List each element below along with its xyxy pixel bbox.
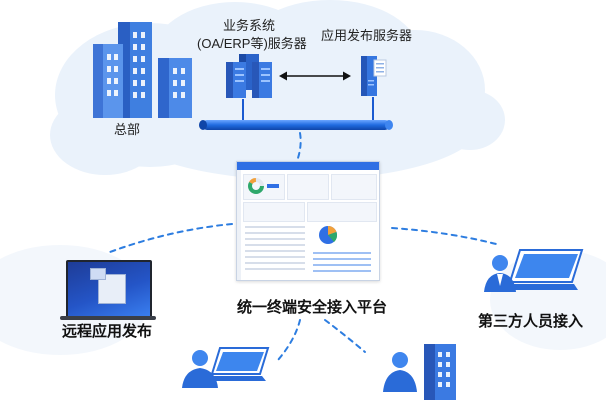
headquarters-label: 总部: [114, 122, 141, 137]
app-publish-server-icon: [361, 56, 387, 96]
branch-user-building-icon: [383, 344, 456, 400]
table-row: [245, 238, 305, 240]
business-server-cluster-icon: [226, 54, 272, 98]
table-row: [245, 226, 305, 228]
dashboard-header-bar: [237, 162, 379, 170]
table-row: [245, 244, 305, 246]
dashboard-card: [243, 202, 305, 222]
progress-row: [313, 270, 371, 272]
platform-dashboard-screenshot: [236, 161, 380, 281]
donut-chart-icon: [248, 178, 264, 194]
table-row: [245, 262, 305, 264]
third-party-label: 第三方人员接入: [478, 313, 584, 330]
dashboard-sidebar: [237, 170, 241, 280]
third-party-user-laptop-icon: [484, 249, 584, 292]
app-window: [90, 268, 106, 280]
business-system-label-line2: (OA/ERP等)服务器: [197, 36, 307, 51]
progress-row: [313, 264, 371, 266]
remote-app-label: 远程应用发布: [62, 323, 153, 340]
laptop-base: [60, 316, 156, 320]
dashboard-badge: [267, 184, 279, 188]
dashboard-card: [287, 174, 329, 200]
bidirectional-arrow-icon: [279, 71, 351, 81]
table-row: [245, 250, 305, 252]
dashboard-card: [331, 174, 377, 200]
mobile-user-laptop-icon: [182, 347, 270, 388]
pie-chart-icon: [319, 225, 338, 244]
remote-desktop-screen: [66, 260, 152, 319]
progress-row: [313, 258, 371, 260]
dashboard-card: [307, 202, 377, 222]
app-publish-server-label: 应用发布服务器: [321, 28, 413, 43]
business-system-label-line1: 业务系统: [223, 18, 276, 33]
headquarters-buildings-icon: [93, 22, 192, 118]
table-row: [245, 268, 305, 270]
network-bus-pipe: [199, 120, 393, 130]
table-row: [245, 256, 305, 258]
progress-row: [313, 252, 371, 254]
table-row: [245, 232, 305, 234]
platform-label: 统一终端安全接入平台: [237, 299, 388, 316]
